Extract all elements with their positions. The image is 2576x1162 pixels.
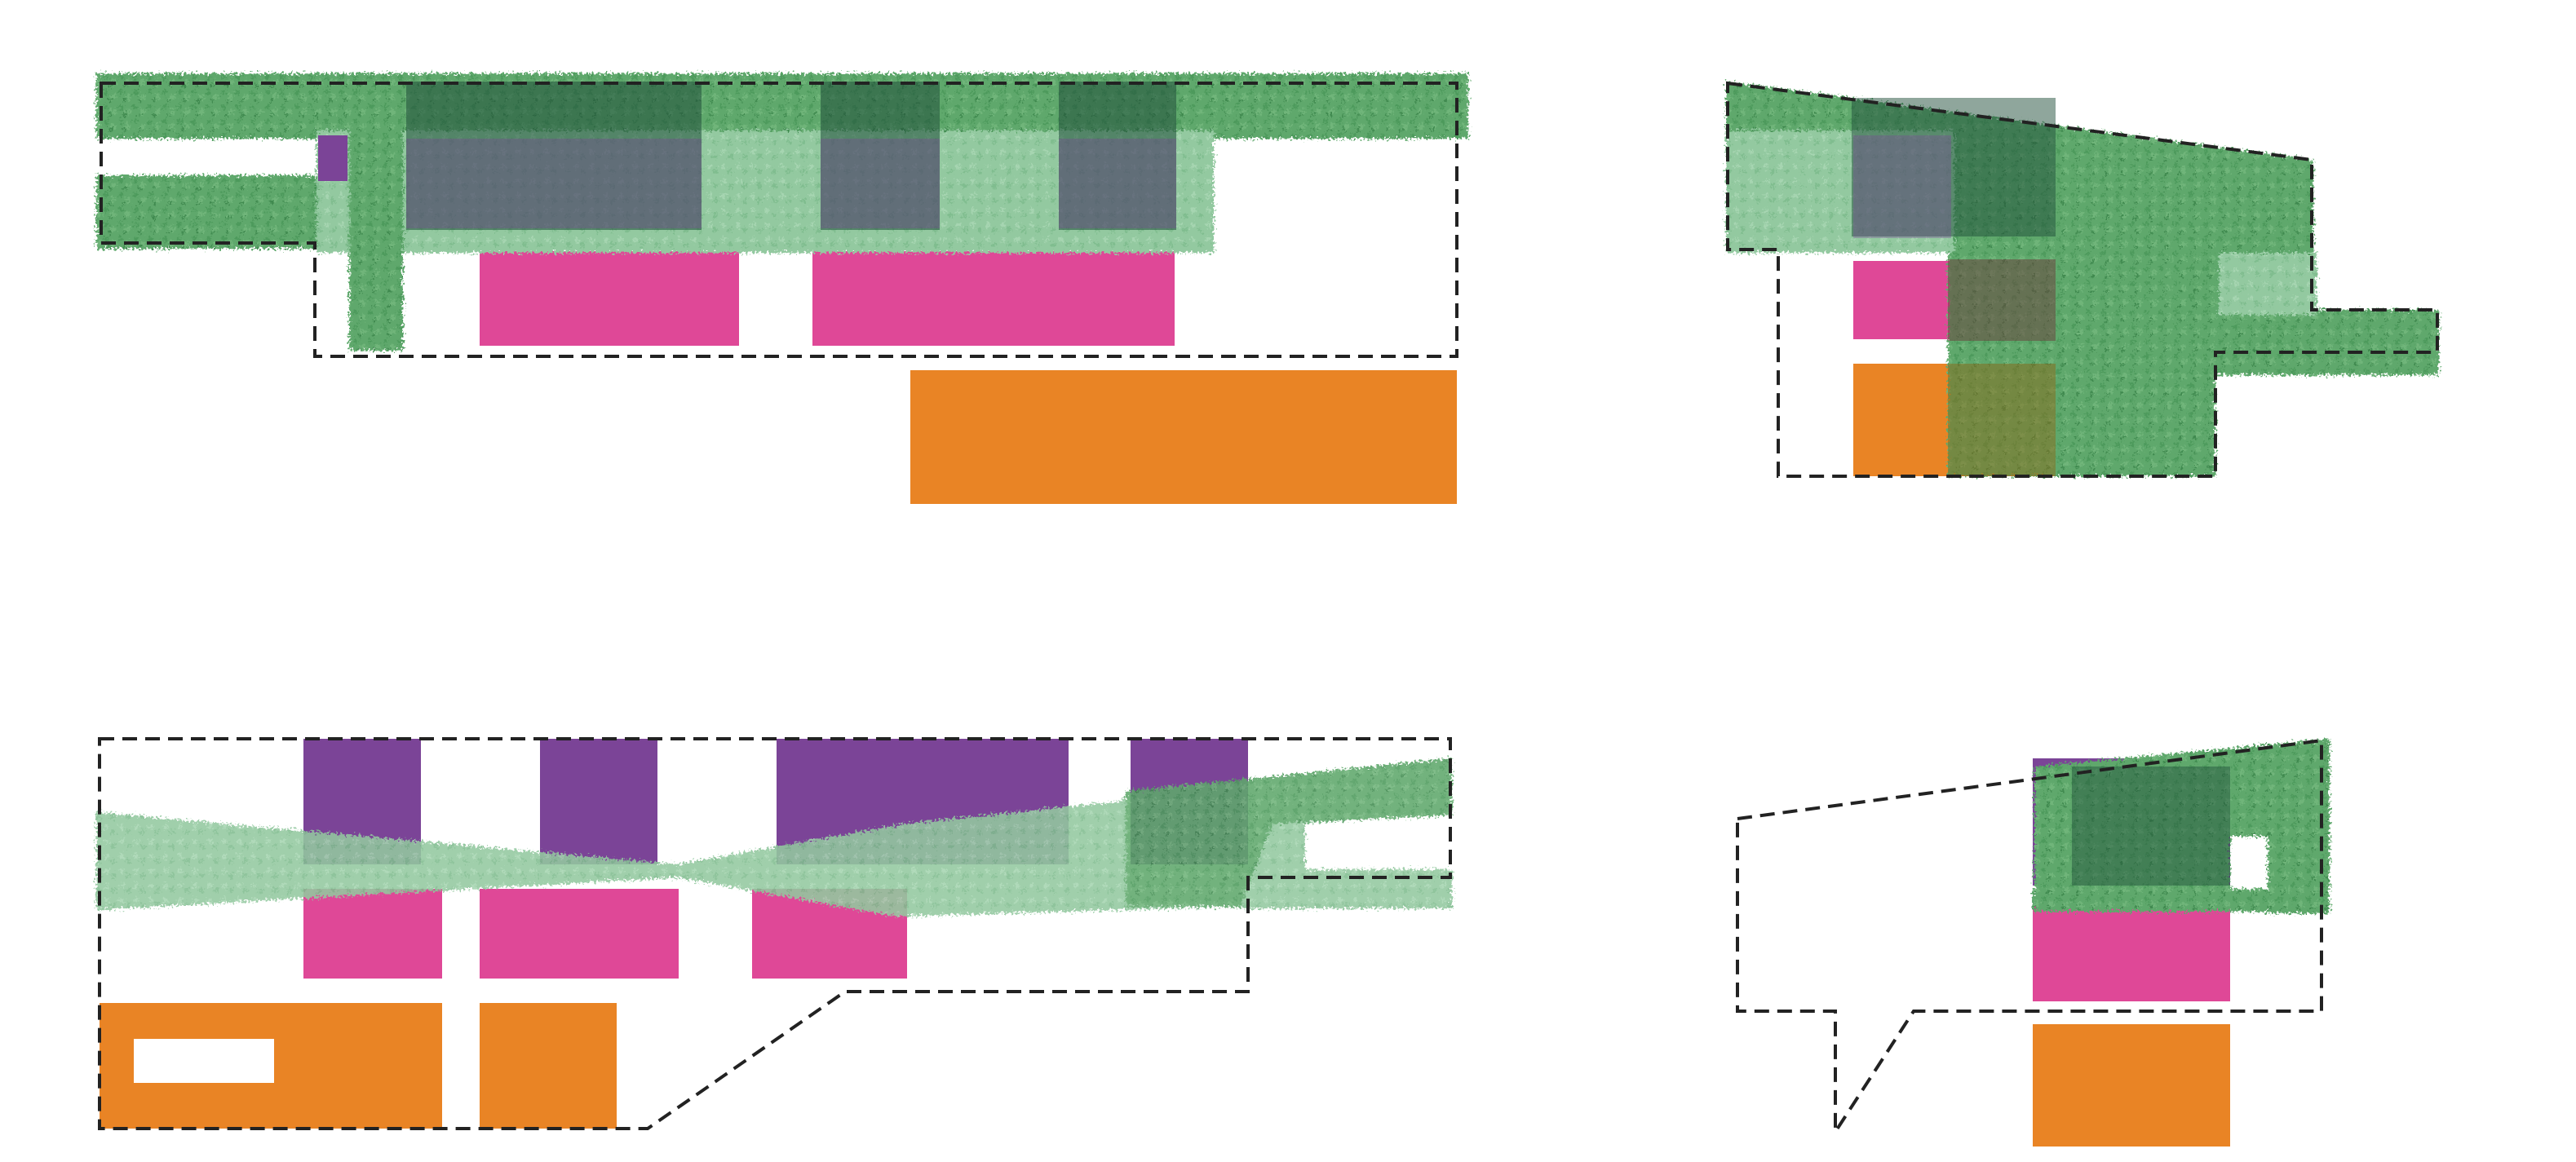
boundary-top-right [1726, 81, 2439, 478]
orange-block-2 [480, 1003, 617, 1129]
boundary-top-left [100, 82, 1458, 358]
vegetation-top-left [96, 73, 1468, 351]
orange-block-1-opening [134, 1039, 274, 1083]
diagram-bottom-left [96, 737, 1452, 1130]
overlap-blocks [406, 82, 1176, 230]
pink-block-1 [480, 251, 739, 346]
vegetation-bottom-right [2033, 739, 2330, 913]
vegetation-bottom-left [96, 758, 1452, 917]
purple-block-2 [540, 739, 657, 864]
diagram-top-right [1726, 81, 2439, 478]
boundary-bottom-left [98, 737, 1452, 1130]
pink-block-1 [303, 889, 442, 979]
pink-block [2033, 905, 2230, 1001]
orange-block [2033, 1024, 2230, 1147]
pink-block-2 [812, 251, 1175, 346]
orange-block [910, 370, 1457, 504]
diagram-bottom-right [1736, 738, 2330, 1147]
vegetation-top-right [1726, 82, 2439, 476]
purple-block-1 [318, 135, 347, 181]
pink-block-2 [480, 889, 679, 979]
diagram-top-left [96, 73, 1468, 504]
